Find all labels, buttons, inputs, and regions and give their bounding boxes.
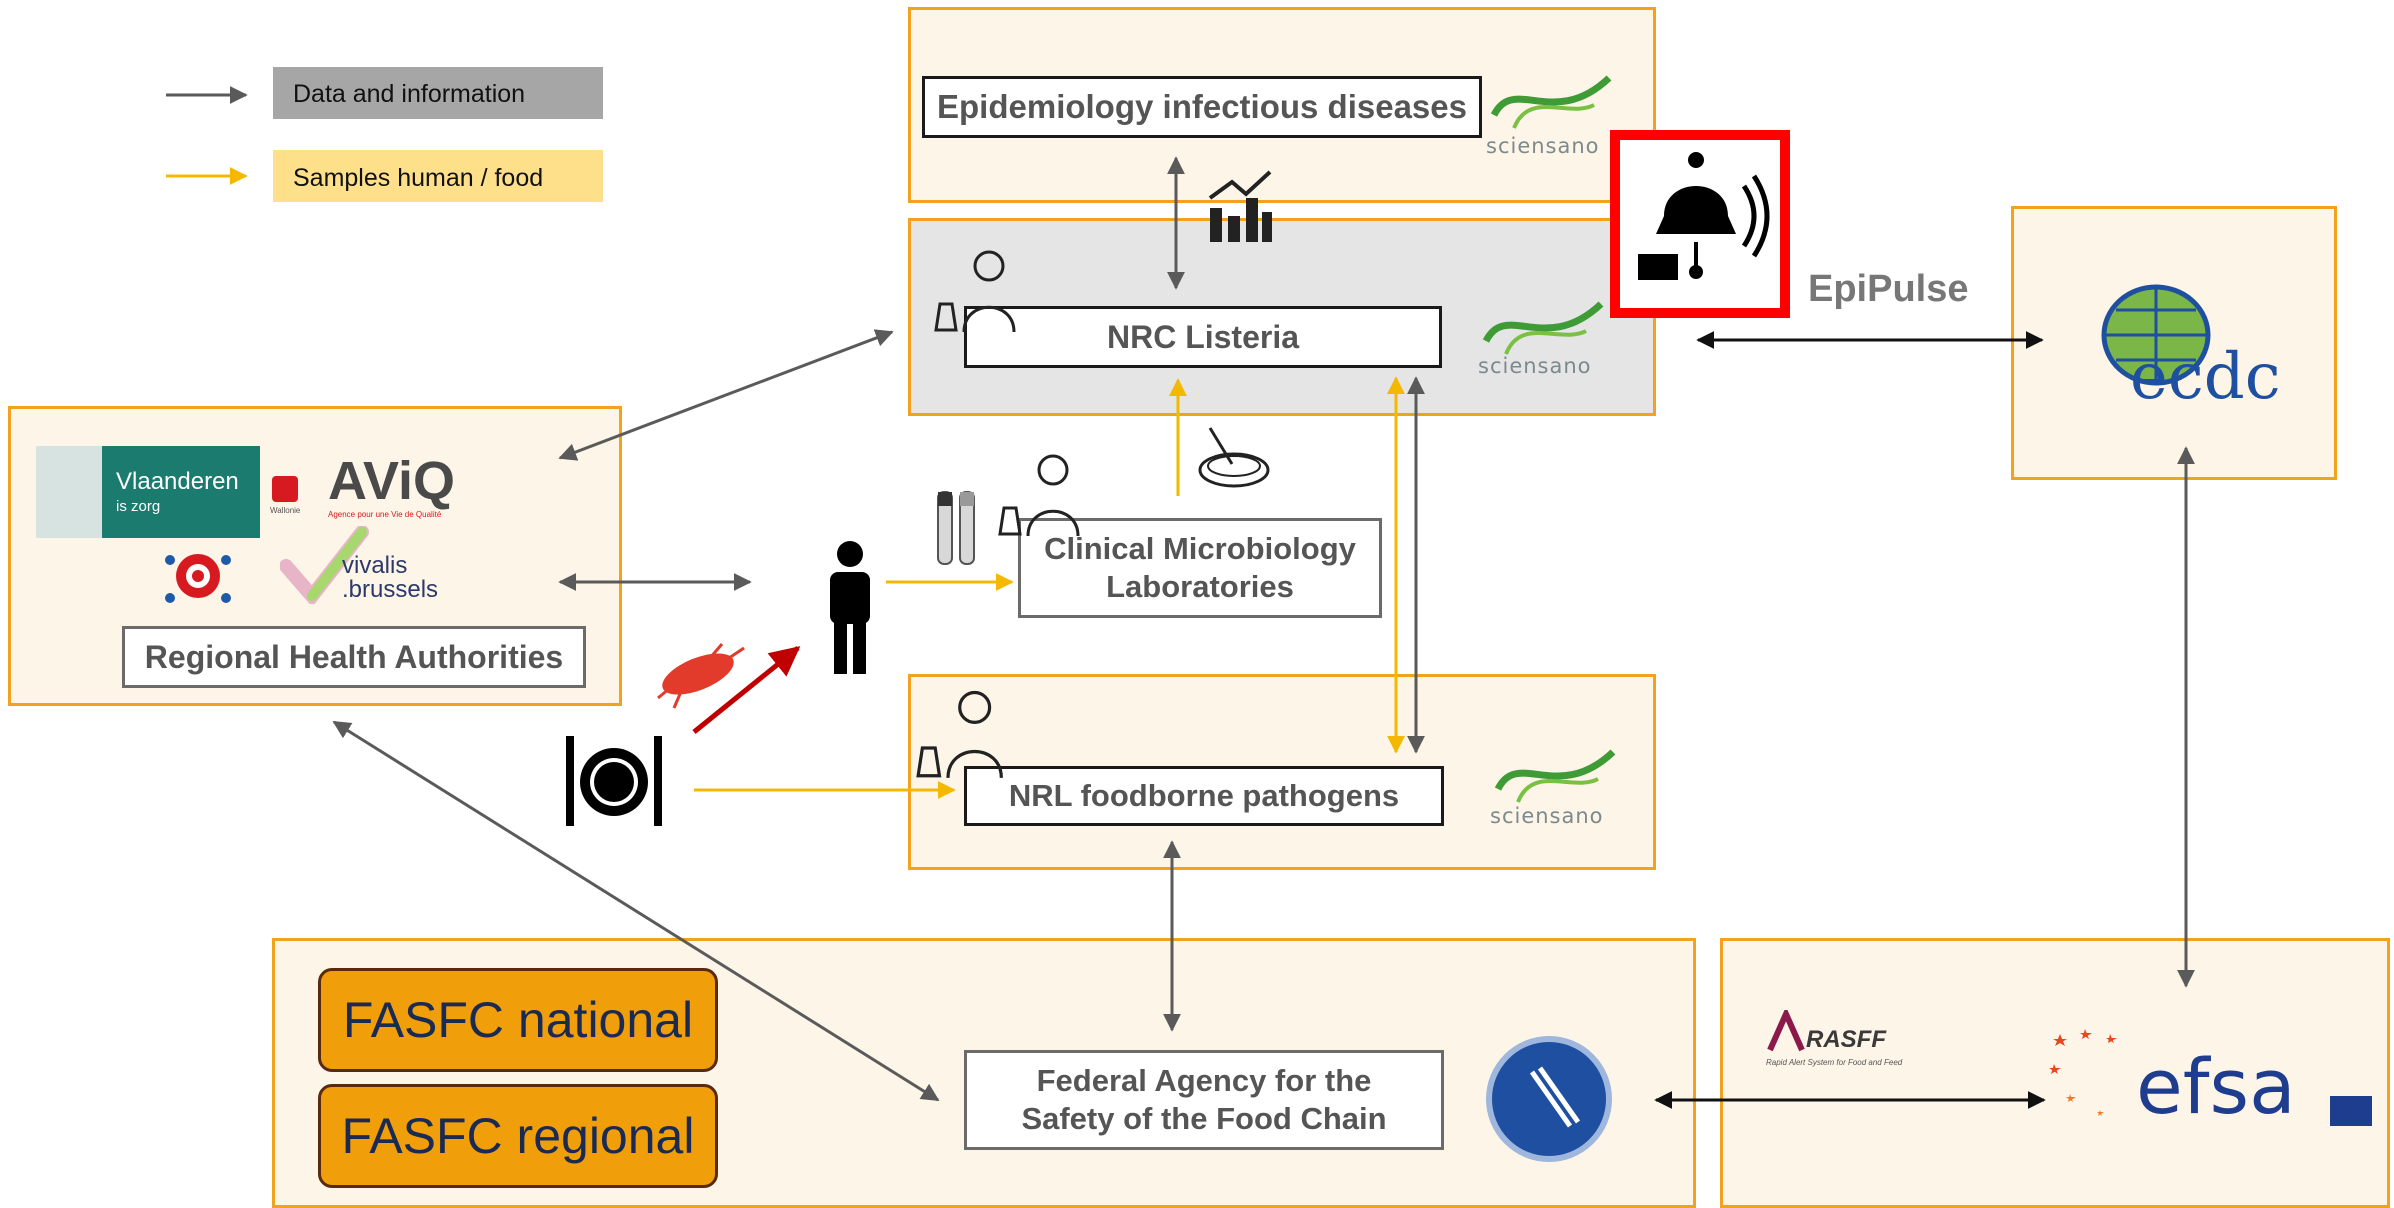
aviq-logo: Wallonie AViQ Agence pour une Vie de Qua… — [270, 451, 456, 519]
rasff-logo: RASFF Rapid Alert System for Food and Fe… — [1766, 1010, 1926, 1070]
regional-nrc-arrow — [558, 329, 894, 461]
eu-panel — [1720, 938, 2390, 1208]
vlaanderen-logo: Vlaanderen is zorg — [36, 446, 260, 538]
efsa-logo: efsa — [2040, 1024, 2372, 1144]
legend-data-box — [273, 67, 603, 119]
epipulse-label: EpiPulse — [1808, 268, 1969, 310]
legend-data-label: Data and information — [293, 80, 526, 108]
petri-dish-icon — [1198, 427, 1270, 488]
chart-icon — [1208, 170, 1272, 242]
alert-box — [1610, 130, 1790, 318]
regional-health-label: Regional Health Authorities — [122, 626, 586, 688]
contamination-arrow — [692, 646, 801, 734]
scientist-icon — [934, 250, 1016, 333]
sciensano-logo: sciensano — [1488, 744, 1618, 834]
legend-samples-label: Samples human / food — [293, 164, 544, 192]
sciensano-logo: sciensano — [1484, 70, 1614, 160]
person-icon — [830, 541, 870, 674]
test-tubes-icon — [937, 491, 975, 565]
nrl-foodborne-label: NRL foodborne pathogens — [964, 766, 1444, 826]
vivalis-logo: vivalis .brussels — [280, 526, 490, 604]
ecdc-logo: ecdc — [2090, 280, 2290, 420]
bacteria-icon — [657, 643, 745, 709]
scientist-icon — [998, 454, 1080, 537]
eu-flag-icon — [2330, 1096, 2372, 1126]
fasfc-seal-icon — [1486, 1036, 1612, 1162]
legend: Data and information Samples human / foo… — [160, 60, 610, 210]
epidemiology-label: Epidemiology infectious diseases — [922, 76, 1482, 138]
globe-icon — [2101, 284, 2211, 386]
legend-samples-box — [273, 150, 603, 202]
sciensano-logo: sciensano — [1476, 296, 1606, 386]
federal-agency-label: Federal Agency for the Safety of the Foo… — [964, 1050, 1444, 1150]
wallonie-rooster-icon — [272, 476, 298, 502]
lion-icon — [36, 446, 102, 538]
regional-federal-arrow — [332, 720, 940, 1102]
alert-bell-icon — [1638, 152, 1770, 280]
nrc-listeria-label: NRC Listeria — [964, 306, 1442, 368]
brussels-iris-icon — [158, 540, 238, 614]
